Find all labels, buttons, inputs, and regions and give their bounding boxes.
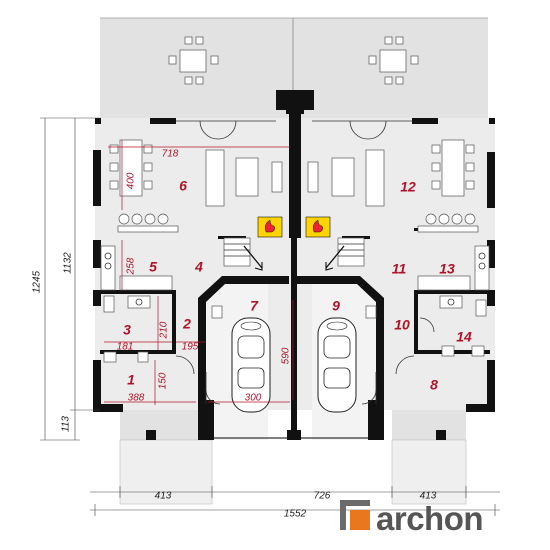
dimension-label: 150 xyxy=(158,372,169,389)
car-left xyxy=(231,317,271,413)
dimension-label: 181 xyxy=(117,342,134,353)
sofa-set-right xyxy=(307,149,385,207)
room-number: 12 xyxy=(400,179,416,195)
dimension-label: 300 xyxy=(245,393,262,404)
dimension-label: 1245 xyxy=(32,270,43,293)
room-number: 2 xyxy=(182,316,191,332)
dimension-lines-red xyxy=(104,140,294,405)
dining-table-right xyxy=(431,139,475,197)
sofa-set-left xyxy=(205,149,283,207)
garage-walls xyxy=(146,276,446,440)
dimension-label: 388 xyxy=(128,393,145,404)
bathroom-right xyxy=(365,295,487,357)
room-number: 6 xyxy=(179,178,187,194)
room-number: 1 xyxy=(127,372,135,388)
terrace-table-right xyxy=(368,36,419,85)
bar-stools-right xyxy=(417,213,479,233)
room-number: 13 xyxy=(439,261,455,277)
stairs xyxy=(223,237,365,271)
dimension-label: 1132 xyxy=(63,252,74,274)
archon-logo-mark xyxy=(340,500,370,530)
dimension-label: 718 xyxy=(162,149,179,160)
room-number: 10 xyxy=(394,317,410,333)
door-swings xyxy=(175,317,435,405)
fireplace-right xyxy=(305,216,331,238)
bathroom-left xyxy=(103,295,223,363)
room-number: 3 xyxy=(123,322,131,338)
kitchen-left xyxy=(100,245,173,291)
dimension-label: 210 xyxy=(159,321,170,339)
dimension-label: 413 xyxy=(155,491,172,502)
room-number: 11 xyxy=(392,261,407,277)
room-number: 5 xyxy=(149,259,157,275)
fireplace-left xyxy=(257,216,283,238)
room-number: 9 xyxy=(332,298,340,314)
car-right xyxy=(317,317,357,413)
dimension-label: 400 xyxy=(126,172,137,189)
dimension-label: 195 xyxy=(182,342,199,353)
room-number: 4 xyxy=(194,259,203,275)
kitchen-right xyxy=(417,245,490,291)
bar-stools-left xyxy=(117,213,179,233)
exterior-walls xyxy=(93,118,495,412)
dimension-label: 590 xyxy=(281,347,292,364)
patio-doors xyxy=(176,120,412,140)
room-number: 7 xyxy=(250,298,259,314)
room-number: 14 xyxy=(456,329,472,345)
dining-table-left xyxy=(109,139,153,197)
dimension-label: 1552 xyxy=(284,509,307,520)
dimension-lines-black xyxy=(40,117,500,516)
archon-logo: archon xyxy=(340,500,484,537)
dimension-label: 413 xyxy=(420,491,437,502)
dimension-label: 726 xyxy=(314,491,331,502)
terrace-bottom xyxy=(119,404,467,505)
terrace-table-left xyxy=(168,36,219,85)
party-wall xyxy=(276,90,314,438)
room-number: 8 xyxy=(430,377,438,393)
archon-logo-text: archon xyxy=(376,500,483,537)
dimension-labels-red: 718 400 258 210 181 195 150 388 300 590 xyxy=(117,149,292,404)
dimension-label: 258 xyxy=(126,257,137,275)
dimension-label: 113 xyxy=(61,416,72,432)
